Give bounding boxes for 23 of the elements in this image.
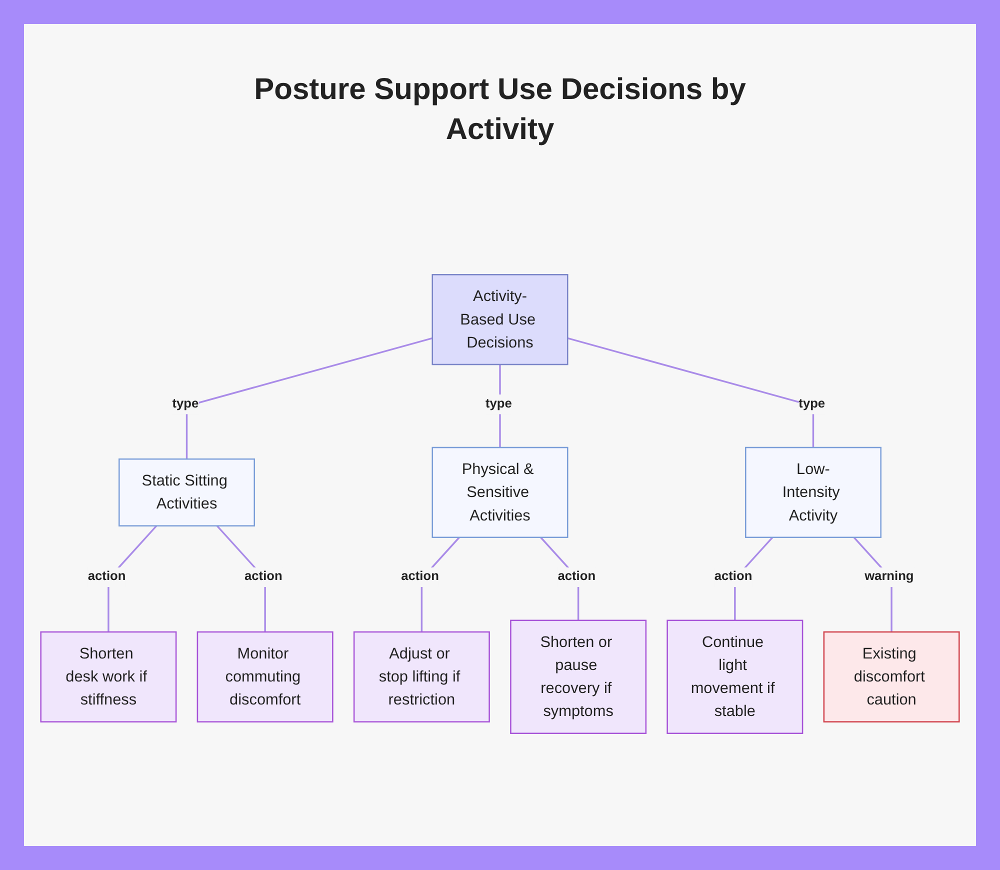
node-box bbox=[118, 458, 256, 526]
edge-label: type bbox=[485, 396, 512, 411]
node-box bbox=[432, 446, 568, 538]
edge-label: action bbox=[244, 569, 282, 584]
node-box bbox=[432, 274, 568, 366]
edge-label: action bbox=[88, 569, 126, 584]
diagram-title: Posture Support Use Decisions by Activity bbox=[253, 72, 747, 148]
connector bbox=[567, 337, 814, 448]
edge-label: warning bbox=[864, 569, 914, 584]
edge-label: action bbox=[401, 569, 439, 584]
edge-label: type bbox=[172, 396, 199, 411]
node-box bbox=[196, 631, 334, 722]
node-box bbox=[823, 631, 960, 722]
node-box bbox=[353, 631, 490, 722]
edge-label: action bbox=[558, 569, 596, 584]
node-box bbox=[510, 620, 647, 734]
node-box bbox=[666, 620, 804, 734]
node-box bbox=[744, 446, 882, 538]
node-box bbox=[40, 631, 177, 722]
card-background: Posture Support Use Decisions by Activity type type type action action action action action warning Activity-Based Use Decisions Static Sitting Activities Physical & Sensitive Activities Low-Intensity Activity Shorten desk work if stiffness Monitor commuting discomfort Adjust or stop lifting if restriction Shorten or pause recovery if symptoms Continue light movement if stable Existing discomfort caution bbox=[24, 24, 976, 846]
connector bbox=[186, 337, 433, 460]
edge-label: action bbox=[714, 569, 752, 584]
edge-label: type bbox=[798, 396, 826, 411]
